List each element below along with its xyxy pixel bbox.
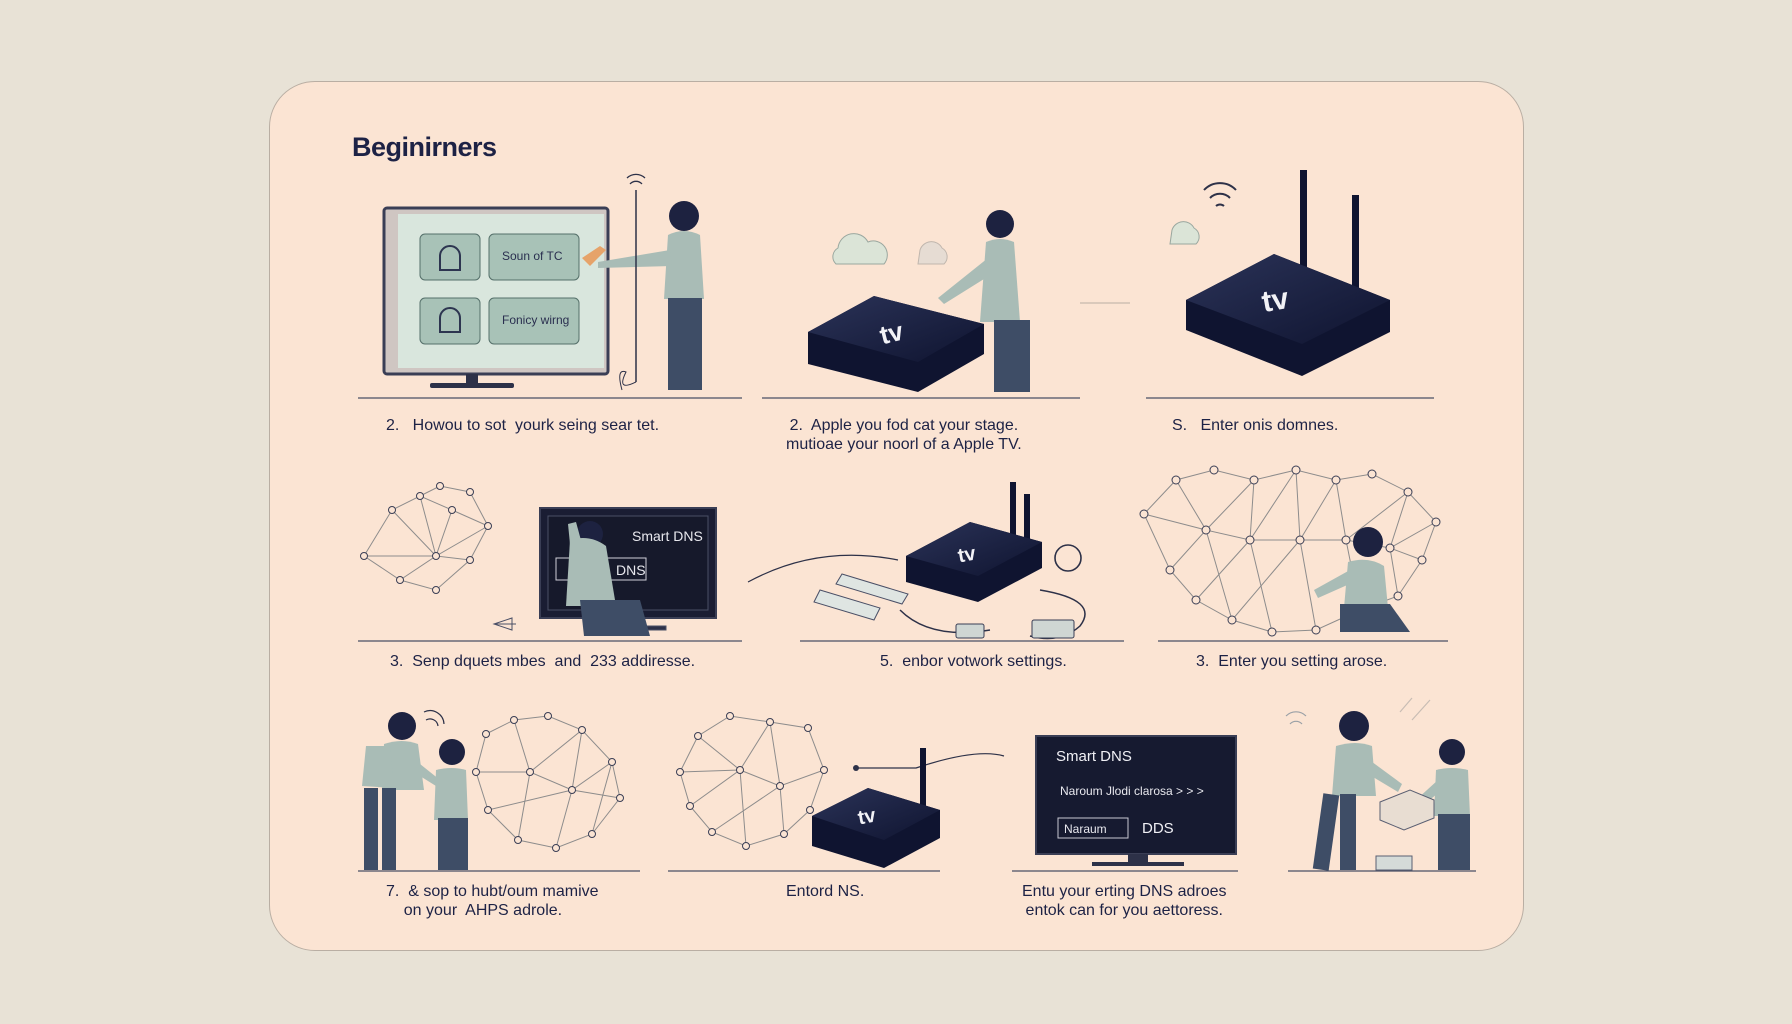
- panel-8-router-network: [676, 712, 1005, 868]
- device-label-panel-5: tv: [956, 542, 978, 568]
- step-caption-row1-col2: 2. Apple you fod cat your stage. mutioae…: [786, 417, 1022, 453]
- step-caption-row1-col1: 2. Howou to sot yourk seing sear tet.: [386, 417, 660, 434]
- dns-screen-input: Naraum: [1064, 822, 1107, 836]
- panel-6-network: [1139, 465, 1441, 637]
- device-label-panel-8: tv: [856, 804, 878, 830]
- page-title: Beginirners: [352, 132, 497, 162]
- step-caption-row3-col2: Entord NS.: [786, 883, 865, 900]
- dns-screen-line: Naroum Jlodi clarosa > > >: [1060, 784, 1204, 798]
- panel-4-smart-dns: [360, 482, 717, 636]
- panel-5-network-settings: [747, 482, 1086, 640]
- step-caption-row3-col1: 7. & sop to hubt/oum mamive on your AHPS…: [386, 883, 599, 919]
- step-caption-row3-col3: Entu your erting DNS adroes entok can fo…: [1022, 883, 1227, 919]
- step-caption-row2-col1: 3. Senp dquets mbes and 233 addiresse.: [390, 653, 696, 670]
- panel-7-people-network: [362, 710, 624, 870]
- panel-1-tv-menu: [382, 173, 704, 391]
- row-dividers: [358, 397, 1476, 872]
- dns-screen-value: DDS: [1142, 820, 1174, 837]
- screen-smart-dns-title: Smart DNS: [632, 528, 703, 544]
- screen-tile-b-label: Fonicy wirng: [502, 313, 570, 327]
- screen-tile-a-label: Soun of TC: [502, 249, 563, 263]
- panel-2-apple-tv: [808, 210, 1030, 392]
- step-caption-row2-col2: 5. enbor votwork settings.: [880, 653, 1067, 670]
- step-caption-row2-col3: 3. Enter you setting arose.: [1196, 653, 1388, 670]
- panel-10-people-box: [1285, 697, 1470, 871]
- dns-screen-title: Smart DNS: [1056, 748, 1132, 765]
- panel-3-router: [1080, 170, 1390, 376]
- device-label-panel-3: tv: [1259, 281, 1292, 320]
- panel-9-dns-screen: [1035, 735, 1237, 866]
- screen-dns-field: DNS: [616, 562, 646, 578]
- step-caption-row1-col3: S. Enter onis domnes.: [1172, 417, 1339, 434]
